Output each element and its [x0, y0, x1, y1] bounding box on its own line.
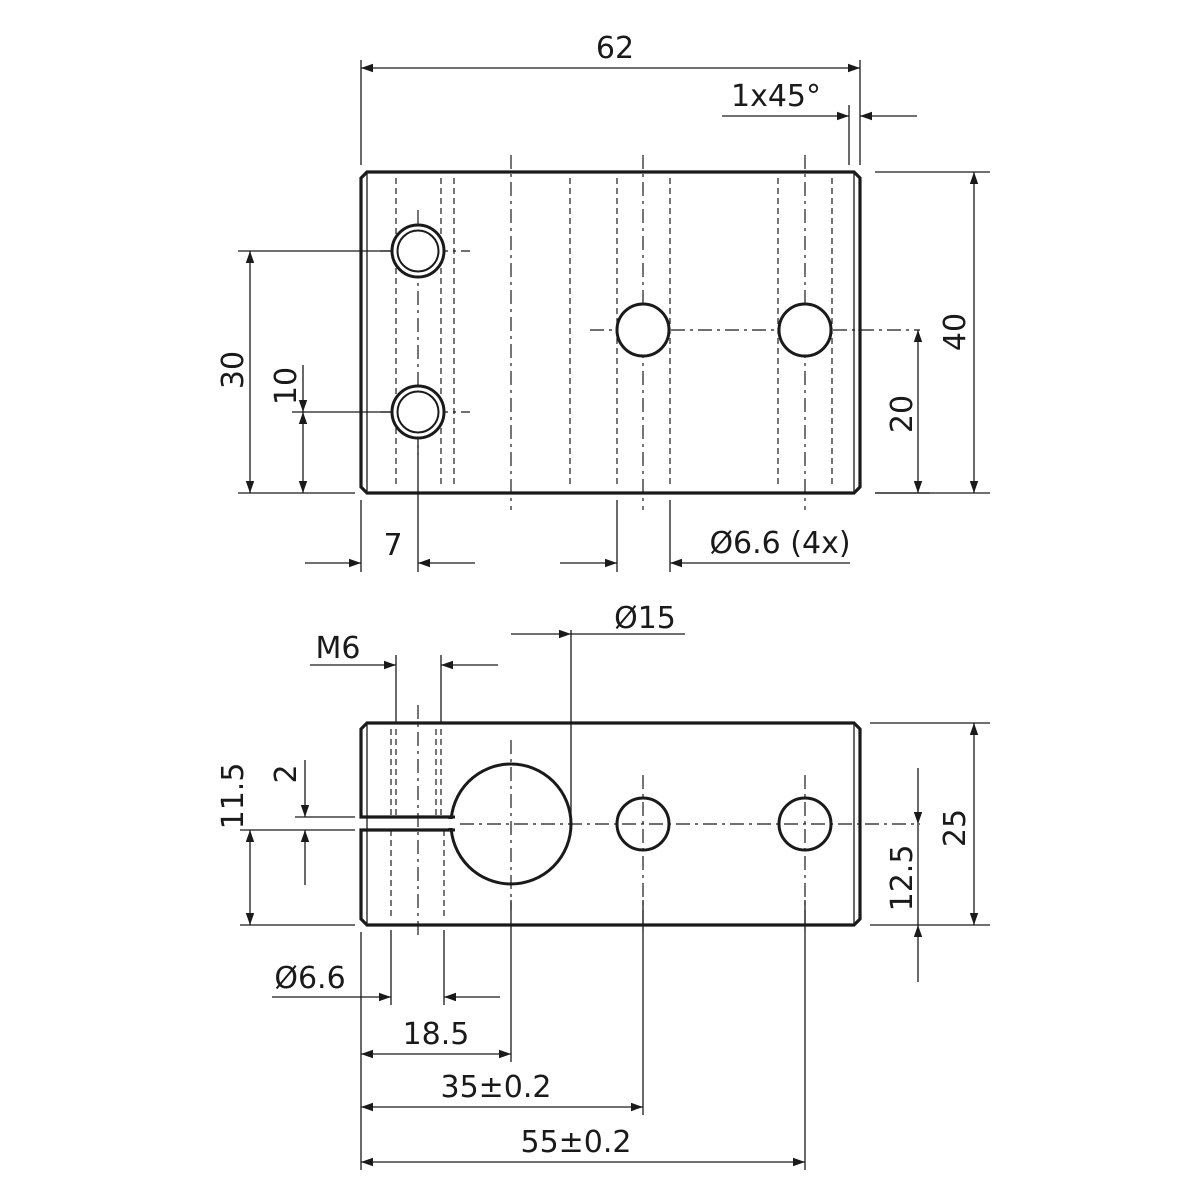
dim-text-bore: Ø15: [614, 601, 676, 636]
dim-text-edge-offset: 7: [383, 528, 402, 563]
dim-text-hole-dia: Ø6.6 (4x): [709, 526, 850, 561]
dim-text-front-height: 25: [938, 809, 973, 847]
dim-clear-hole: Ø6.6: [272, 930, 500, 1005]
dim-edge-7: 7: [305, 440, 475, 572]
dim-hole2-pos: 55±0.2: [361, 1125, 805, 1167]
front-view: Ø15 M6 11.5 2 25: [216, 601, 990, 1170]
threaded-hole-upper: [390, 223, 446, 279]
dim-thread-m6: M6: [310, 631, 498, 723]
dim-bore-dia: Ø15: [511, 601, 685, 824]
dim-front-center-12-5: 12.5: [885, 768, 923, 982]
threaded-hole-lower: [390, 384, 446, 440]
dim-hole1-pos: 35±0.2: [361, 1070, 643, 1112]
dim-text-center-height: 20: [885, 395, 920, 433]
dim-text-thread: M6: [316, 631, 361, 666]
through-hole-1: [615, 302, 671, 358]
dim-bore-pos: 18.5: [361, 1017, 511, 1059]
dim-text-front-center: 12.5: [885, 845, 920, 912]
dim-center-20: 20: [875, 330, 930, 494]
dim-slot-height: 11.5: [216, 763, 355, 926]
dim-front-height-25: 25: [870, 722, 990, 926]
dim-text-slot-height: 11.5: [216, 763, 251, 830]
dim-hole-dia: Ø6.6 (4x): [560, 500, 851, 572]
top-view: 62 1x45° 40 20 30: [216, 31, 990, 572]
dim-slot-30: 30: [216, 250, 392, 494]
through-hole-2: [777, 302, 833, 358]
dim-text-clear-hole: Ø6.6: [274, 961, 345, 996]
dim-slot-width: 2: [269, 760, 355, 885]
dim-text-hole-pos: 10: [269, 367, 304, 405]
dim-text-length: 62: [596, 31, 634, 66]
top-view-hidden-lines: [395, 178, 833, 487]
dim-text-height: 40: [938, 313, 973, 351]
dim-text-slot-pos: 30: [216, 351, 251, 389]
front-view-hidden-lines: [390, 729, 445, 919]
dim-text-hole1-pos: 35±0.2: [440, 1070, 551, 1105]
dim-text-slot-width: 2: [269, 764, 304, 783]
dim-text-chamfer: 1x45°: [731, 79, 821, 114]
dim-hole-10: 10: [269, 365, 392, 493]
dim-text-bore-pos: 18.5: [403, 1017, 470, 1052]
dim-length-62: 62: [360, 31, 861, 165]
dim-height-40: 40: [875, 171, 990, 494]
dim-text-hole2-pos: 55±0.2: [520, 1125, 631, 1160]
dim-chamfer: 1x45°: [722, 79, 917, 165]
